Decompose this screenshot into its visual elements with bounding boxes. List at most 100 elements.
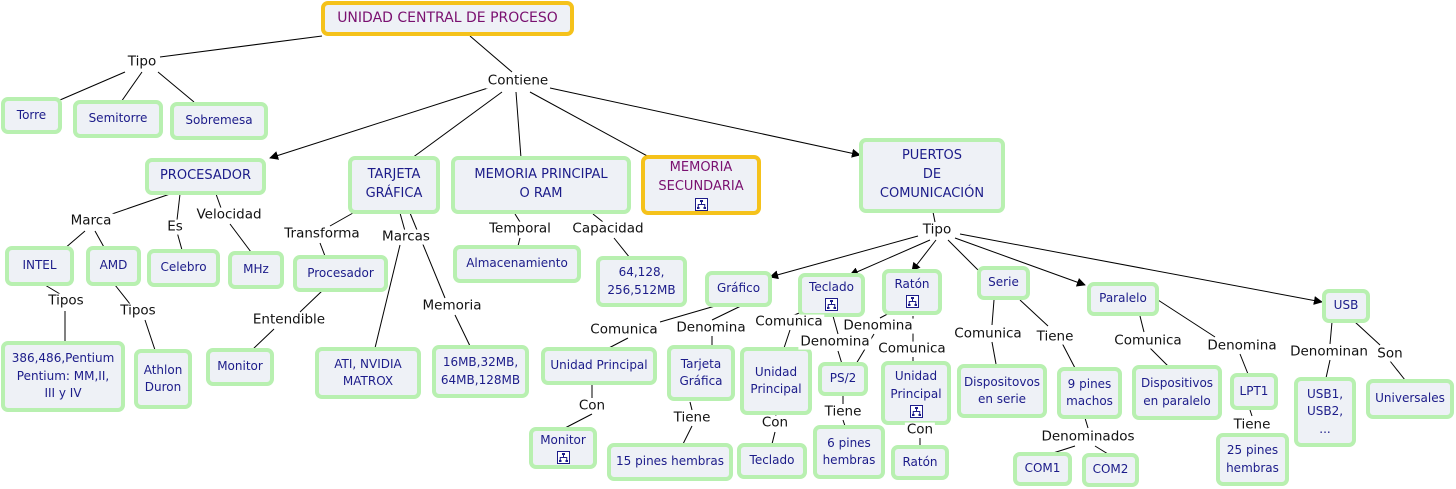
node-label: MEMORIA PRINCIPAL O RAM xyxy=(474,167,608,201)
node-ps2[interactable]: PS/2 xyxy=(818,362,868,396)
node-label: Athlon Duron xyxy=(143,362,183,394)
node-serie[interactable]: Serie xyxy=(977,266,1030,300)
node-ati[interactable]: ATI, NVIDIA MATROX xyxy=(315,347,421,399)
node-label: Dispositovos en serie xyxy=(963,374,1041,406)
node-9-pines[interactable]: 9 pines machos xyxy=(1057,367,1122,419)
node-label: Teclado xyxy=(809,279,854,294)
node-label: COM2 xyxy=(1092,462,1129,477)
link-label-denomina-grafico: Denomina xyxy=(674,319,748,336)
node-capacidad-valor[interactable]: 64,128, 256,512MB xyxy=(596,256,687,307)
node-amd[interactable]: AMD xyxy=(86,246,141,286)
node-teclado[interactable]: Teclado xyxy=(798,273,865,317)
node-dispositivos-paralelo[interactable]: Dispositivos en paralelo xyxy=(1132,365,1222,420)
node-25-pines[interactable]: 25 pines hembras xyxy=(1216,433,1289,486)
node-15-pines[interactable]: 15 pines hembras xyxy=(607,443,733,481)
node-label: USB xyxy=(1333,298,1359,313)
sitemap-icon[interactable] xyxy=(556,451,570,465)
node-tg-memoria[interactable]: 16MB,32MB, 64MB,128MB xyxy=(432,345,529,398)
node-dispositivos-serie[interactable]: Dispositovos en serie xyxy=(957,364,1047,418)
node-label: Monitor xyxy=(540,432,586,447)
node-tarjeta-grafica[interactable]: TARJETA GRÁFICA xyxy=(348,156,440,214)
node-label: Tarjeta Gráfica xyxy=(679,356,723,388)
node-label: AMD xyxy=(99,258,128,273)
node-com2[interactable]: COM2 xyxy=(1082,453,1139,487)
node-label: 6 pines hembras xyxy=(822,435,876,467)
link-label-es: Es xyxy=(165,218,185,235)
node-label: Ratón xyxy=(894,276,930,291)
link-label-capacidad: Capacidad xyxy=(570,220,646,237)
sitemap-icon[interactable] xyxy=(825,298,838,312)
node-procesador[interactable]: PROCESADOR xyxy=(145,158,266,195)
link-label-tipo: Tipo xyxy=(125,53,159,70)
node-torre[interactable]: Torre xyxy=(1,97,62,134)
node-label: Dispositivos en paralelo xyxy=(1140,376,1214,408)
node-paralelo[interactable]: Paralelo xyxy=(1087,282,1159,316)
node-6-pines[interactable]: 6 pines hembras xyxy=(813,425,885,479)
node-semitorre[interactable]: Semitorre xyxy=(73,100,163,138)
link-label-tipos-amd: Tipos xyxy=(118,302,158,319)
node-label: Unidad Principal xyxy=(550,358,648,373)
node-tg-procesador[interactable]: Procesador xyxy=(293,255,388,292)
link-label-comunica-grafico: Comunica xyxy=(588,321,660,338)
node-label: 9 pines machos xyxy=(1066,376,1113,408)
link-label-contiene: Contiene xyxy=(485,72,551,89)
node-teclado-con[interactable]: Teclado xyxy=(737,443,807,479)
node-sobremesa[interactable]: Sobremesa xyxy=(170,102,268,140)
node-label: Celebro xyxy=(160,260,207,275)
node-intel-tipos[interactable]: 386,486,Pentium Pentium: MM,II, III y IV xyxy=(1,341,125,412)
node-monitor[interactable]: Monitor xyxy=(206,348,274,386)
node-celebro[interactable]: Celebro xyxy=(147,249,220,287)
node-label: INTEL xyxy=(22,258,57,273)
link-label-comunica-serie: Comunica xyxy=(952,325,1024,342)
node-label: 16MB,32MB, 64MB,128MB xyxy=(440,355,521,387)
node-raton-con[interactable]: Ratón xyxy=(891,445,949,480)
node-label: 386,486,Pentium Pentium: MM,II, III y IV xyxy=(11,351,115,401)
sitemap-icon[interactable] xyxy=(694,198,708,212)
node-label: Torre xyxy=(16,107,47,122)
node-almacenamiento[interactable]: Almacenamiento xyxy=(453,245,581,283)
node-unidad-principal-teclado[interactable]: Unidad Principal xyxy=(740,347,812,415)
link-label-con-teclado: Con xyxy=(759,414,791,431)
link-label-marca: Marca xyxy=(68,212,114,229)
node-mhz[interactable]: MHz xyxy=(228,251,284,289)
root-node-ucp[interactable]: UNIDAD CENTRAL DE PROCESO xyxy=(321,1,574,36)
node-tarjeta-grafica-puerto[interactable]: Tarjeta Gráfica xyxy=(667,345,735,401)
node-label: MHz xyxy=(243,262,269,277)
node-label: Semitorre xyxy=(88,111,148,126)
node-memoria-ram[interactable]: MEMORIA PRINCIPAL O RAM xyxy=(451,156,631,214)
link-label-marcas: Marcas xyxy=(380,228,432,245)
node-label: Procesador xyxy=(307,265,374,280)
node-monitor-grafico[interactable]: Monitor xyxy=(529,427,597,469)
node-com1[interactable]: COM1 xyxy=(1013,452,1072,486)
link-label-entendible: Entendible xyxy=(250,311,328,328)
node-label: PS/2 xyxy=(829,371,857,386)
node-label: PROCESADOR xyxy=(159,168,252,184)
node-athlon[interactable]: Athlon Duron xyxy=(134,349,192,409)
link-label-con-grafico: Con xyxy=(576,397,608,414)
node-unidad-principal-raton[interactable]: Unidad Principal xyxy=(881,361,951,425)
link-label-tipo-puertos: Tipo xyxy=(920,221,954,238)
link-label-denomina-paralelo: Denomina xyxy=(1205,337,1279,354)
node-label: Monitor xyxy=(217,359,263,374)
node-puertos[interactable]: PUERTOS DE COMUNICACIÓN xyxy=(859,138,1005,213)
node-lpt1[interactable]: LPT1 xyxy=(1230,373,1278,410)
node-label: LPT1 xyxy=(1239,383,1269,398)
link-label-temporal: Temporal xyxy=(487,220,553,237)
link-label-son-usb: Son xyxy=(1375,345,1405,362)
sitemap-icon[interactable] xyxy=(909,404,923,418)
sitemap-icon[interactable] xyxy=(905,295,919,309)
link-label-denomina-teclado: Denomina xyxy=(798,333,872,350)
link-label-tiene-ps2: Tiene xyxy=(822,403,864,420)
node-memoria-secundaria[interactable]: MEMORIA SECUNDARIA xyxy=(641,155,761,215)
node-label: Paralelo xyxy=(1099,291,1147,306)
node-intel[interactable]: INTEL xyxy=(5,246,74,286)
node-usb-versiones[interactable]: USB1, USB2, ... xyxy=(1294,377,1356,447)
node-grafico[interactable]: Gráfico xyxy=(705,271,772,307)
node-universales[interactable]: Universales xyxy=(1366,379,1454,419)
node-label: USB1, USB2, ... xyxy=(1306,386,1344,436)
node-usb[interactable]: USB xyxy=(1322,289,1370,323)
link-label-denominados: Denominados xyxy=(1039,428,1137,445)
node-unidad-principal-grafico[interactable]: Unidad Principal xyxy=(541,347,657,385)
node-raton[interactable]: Ratón xyxy=(882,269,942,315)
